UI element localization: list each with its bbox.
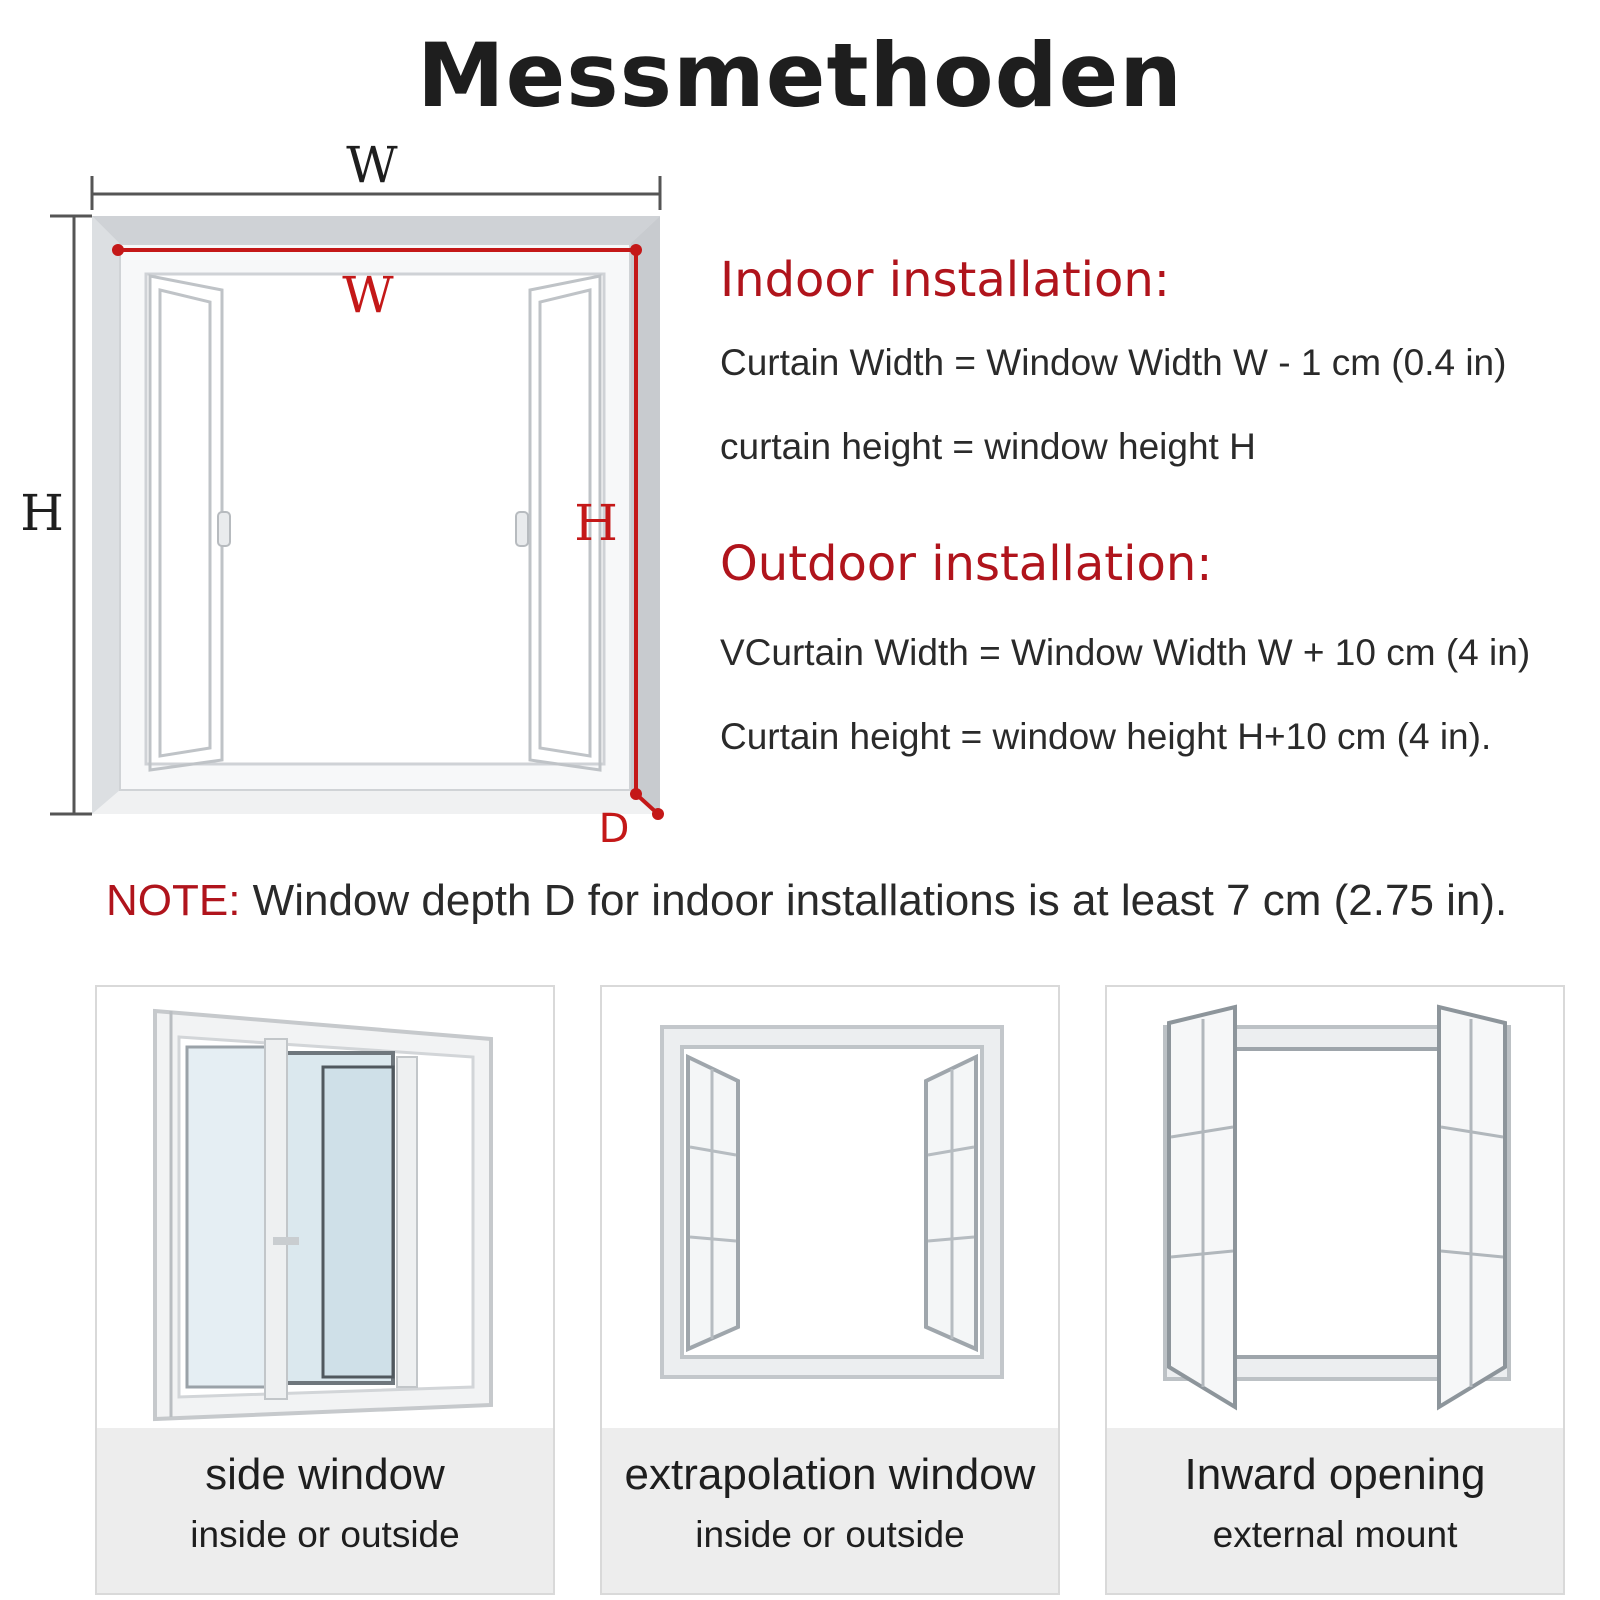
note-label: NOTE: bbox=[106, 876, 241, 925]
outward-casement-window-icon bbox=[660, 1025, 1004, 1379]
outdoor-heading: Outdoor installation: bbox=[720, 536, 1213, 592]
card-title: side window bbox=[205, 1450, 445, 1499]
outer-dimension-lines bbox=[50, 176, 662, 816]
indoor-height-formula: curtain height = window height H bbox=[720, 426, 1256, 467]
card-caption: extrapolation window inside or outside bbox=[602, 1428, 1058, 1593]
window-handles bbox=[217, 511, 529, 547]
card-caption: side window inside or outside bbox=[97, 1428, 553, 1593]
card-caption: Inward opening external mount bbox=[1107, 1428, 1563, 1593]
window-measurement-diagram: W H W H D bbox=[20, 136, 664, 852]
card-subtitle: inside or outside bbox=[695, 1514, 965, 1555]
note-text: Window depth D for indoor installations … bbox=[240, 876, 1508, 925]
card-subtitle: external mount bbox=[1212, 1514, 1458, 1555]
sliding-window-icon bbox=[153, 1008, 493, 1422]
inward-casement-window-icon bbox=[1163, 1004, 1511, 1411]
outdoor-width-formula: VCurtain Width = Window Width W + 10 cm … bbox=[720, 632, 1531, 673]
card-subtitle: inside or outside bbox=[190, 1514, 460, 1555]
card-title: Inward opening bbox=[1184, 1450, 1486, 1499]
window-type-card-inward: Inward opening external mount bbox=[1105, 985, 1565, 1595]
outdoor-height-formula: Curtain height = window height H+10 cm (… bbox=[720, 716, 1492, 757]
inner-height-label: H bbox=[574, 494, 618, 552]
window-type-card-extrapolation: extrapolation window inside or outside bbox=[600, 985, 1060, 1595]
depth-label: D bbox=[599, 806, 630, 852]
indoor-heading: Indoor installation: bbox=[720, 252, 1170, 308]
page-title: Messmethoden bbox=[417, 24, 1183, 127]
window-type-card-side: side window inside or outside bbox=[95, 985, 555, 1595]
depth-note: NOTE: Window depth D for indoor installa… bbox=[106, 876, 1507, 926]
indoor-width-formula: Curtain Width = Window Width W - 1 cm (0… bbox=[720, 342, 1507, 383]
inner-width-label: W bbox=[342, 266, 394, 324]
outer-height-label: H bbox=[20, 484, 64, 542]
window-sashes bbox=[148, 274, 602, 772]
inner-measure-lines bbox=[112, 244, 664, 820]
outer-width-label: W bbox=[346, 136, 398, 194]
card-title: extrapolation window bbox=[624, 1450, 1036, 1499]
